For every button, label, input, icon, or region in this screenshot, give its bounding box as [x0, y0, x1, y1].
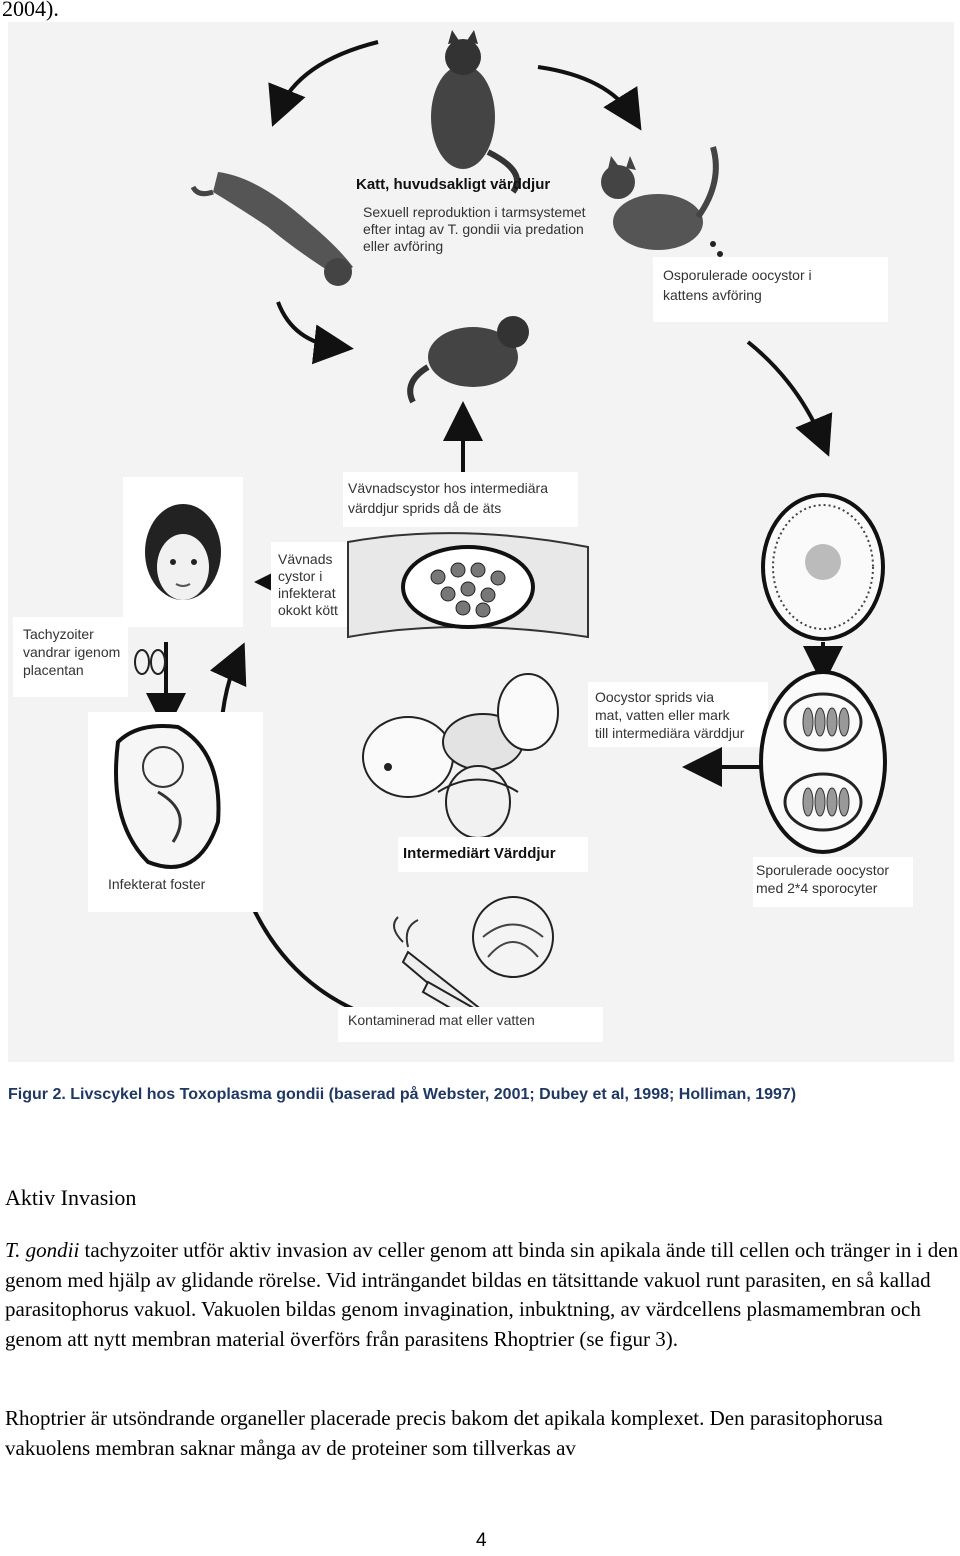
paragraph-1-text: tachyzoiter utför aktiv invasion av cell…: [5, 1238, 959, 1351]
intermediate-host-label: Intermediärt Värddjur: [403, 845, 556, 862]
tissue-cysts-meat-line-4: okokt kött: [278, 602, 338, 618]
sporulated-oocyst-illustration: [759, 670, 887, 854]
infected-fetus-illustration: [114, 724, 221, 869]
cat-sitting-top-illustration: [431, 30, 521, 194]
arrow-leaping-to-top: [268, 40, 379, 127]
previous-page-fragment: 2004).: [2, 0, 59, 21]
lifecycle-diagram: Katt, huvudsakligt värddjur Sexuell repr…: [13, 30, 913, 1042]
paragraph-2: Rhoptrier är utsöndrande organeller plac…: [5, 1406, 883, 1460]
cat-desc-line-1: Sexuell reproduktion i tarmsystemet: [363, 204, 586, 220]
sporulated-line-2: med 2*4 sporocyter: [756, 880, 878, 896]
tissue-cysts-spread-line-2: värddjur sprids då de äts: [348, 500, 501, 516]
muscle-tissue-cyst-illustration: [347, 532, 589, 639]
page-number: 4: [476, 1530, 487, 1551]
caption-text: Livscykel hos Toxoplasma gondii (baserad…: [70, 1086, 797, 1103]
figure-caption: Figur 2. Livscykel hos Toxoplasma gondii…: [8, 1086, 948, 1104]
caption-label: Figur 2.: [8, 1086, 66, 1103]
lifecycle-figure: Katt, huvudsakligt värddjur Sexuell repr…: [8, 22, 954, 1062]
tissue-cysts-meat-line-3: infekterat: [278, 585, 336, 601]
contaminated-label: Kontaminerad mat eller vatten: [348, 1012, 535, 1028]
tachyzoite-cells-illustration: [134, 649, 166, 675]
section-title: Aktiv Invasion: [5, 1185, 137, 1210]
unsporulated-oocyst-illustration: [761, 493, 885, 641]
tachyzoites-line-3: placentan: [23, 662, 84, 678]
intermediate-host-animals-illustration: [362, 673, 559, 839]
tissue-cysts-meat-line-2: cystor i: [278, 568, 322, 584]
oocysts-unsporulated-line-1: Osporulerade oocystor i: [663, 267, 812, 283]
arrow-feces-to-oocyst: [746, 340, 833, 457]
human-head-illustration: [145, 504, 221, 600]
tachyzoites-line-2: vandrar igenom: [23, 644, 120, 660]
cat-defecating-illustration: [601, 146, 723, 263]
oocysts-unsporulated-line-2: kattens avföring: [663, 287, 762, 303]
cat-title-label: Katt, huvudsakligt värddjur: [356, 176, 550, 193]
tissue-cysts-spread-line-1: Vävnadscystor hos intermediära: [348, 480, 548, 496]
cat-with-prey-illustration: [407, 316, 529, 404]
sporulated-line-1: Sporulerade oocystor: [756, 862, 889, 878]
tachyzoites-line-1: Tachyzoiter: [23, 626, 94, 642]
cat-desc-line-2: efter intag av T. gondii via predation: [363, 221, 584, 237]
arrow-leaping-to-prey: [276, 301, 354, 365]
tissue-cysts-meat-line-1: Vävnads: [278, 551, 332, 567]
arrow-cat-to-defecating: [537, 65, 642, 131]
species-name: T. gondii: [5, 1238, 80, 1262]
oocysts-spread-line-2: mat, vatten eller mark: [595, 707, 731, 723]
cat-desc-line-3: eller avföring: [363, 238, 443, 254]
oocysts-spread-line-3: till intermediära värddjur: [595, 725, 745, 741]
cat-leaping-illustration: [190, 172, 353, 286]
infected-fetus-label: Infekterat foster: [108, 876, 206, 892]
paragraph-1: T. gondii tachyzoiter utför aktiv invasi…: [5, 1236, 960, 1354]
oocysts-spread-line-1: Oocystor sprids via: [595, 689, 714, 705]
